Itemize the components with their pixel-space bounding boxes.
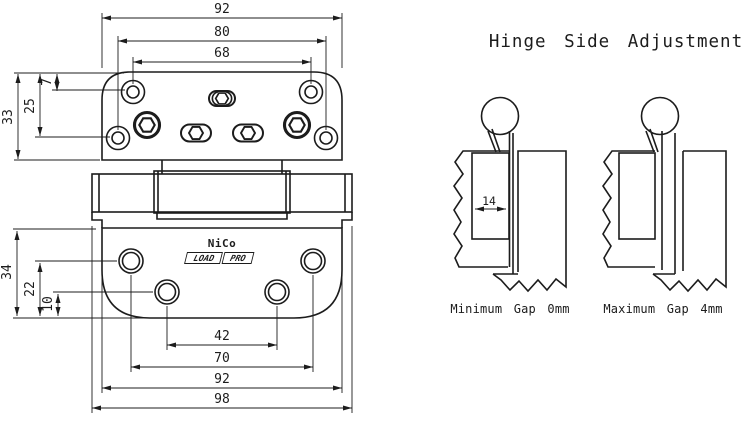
door-section	[652, 150, 727, 293]
dim-top-25: 25	[23, 98, 38, 114]
frame-section	[602, 150, 655, 268]
hinge-knob	[480, 96, 520, 136]
adjustment-slots	[180, 90, 264, 143]
leaf-pocket	[618, 152, 656, 240]
dim-bottom-92: 92	[214, 372, 230, 387]
dim-bottom-42: 42	[214, 329, 230, 344]
brand-name: NiCo	[208, 237, 237, 250]
dim-top-33: 33	[1, 109, 16, 125]
dim-leaf-14: 14	[482, 194, 496, 208]
max-gap-label: Maximum Gap 4mm	[603, 302, 722, 316]
brand-logo: NiCo LOAD PRO	[184, 237, 255, 264]
top-leaf-view	[101, 71, 343, 161]
dim-top-80: 80	[214, 25, 230, 40]
hinge-barrel	[91, 160, 353, 220]
dim-top-7: 7	[40, 78, 55, 86]
badge-pro: PRO	[229, 254, 247, 264]
hinge-knob	[640, 96, 680, 136]
dim-bottom-22: 22	[23, 281, 38, 297]
frame-section	[453, 150, 509, 268]
dim-top-92: 92	[214, 2, 230, 17]
dim-bottom-10: 10	[41, 296, 56, 312]
min-gap-label: Minimum Gap 0mm	[450, 302, 569, 316]
max-gap-figure: Maximum Gap 4mm	[602, 96, 727, 316]
top-plate-outline	[101, 71, 343, 161]
dim-bottom-34: 34	[0, 264, 15, 280]
dim-top-68: 68	[214, 46, 230, 61]
section-title: Hinge Side Adjustment	[489, 32, 743, 52]
door-section	[492, 150, 567, 293]
dim-bottom-70: 70	[214, 351, 230, 366]
bottom-plate-screw-holes	[118, 248, 326, 305]
top-view-dimensions: 92 80 68 33 25 7	[1, 2, 343, 161]
badge-load: LOAD	[192, 254, 215, 264]
dim-bottom-98: 98	[214, 392, 230, 407]
min-gap-figure: 14 Minimum Gap 0mm	[450, 96, 569, 316]
hex-socket-screws	[132, 110, 312, 140]
bottom-view-dimensions: 34 22 10 42 70 92 98	[0, 226, 353, 413]
